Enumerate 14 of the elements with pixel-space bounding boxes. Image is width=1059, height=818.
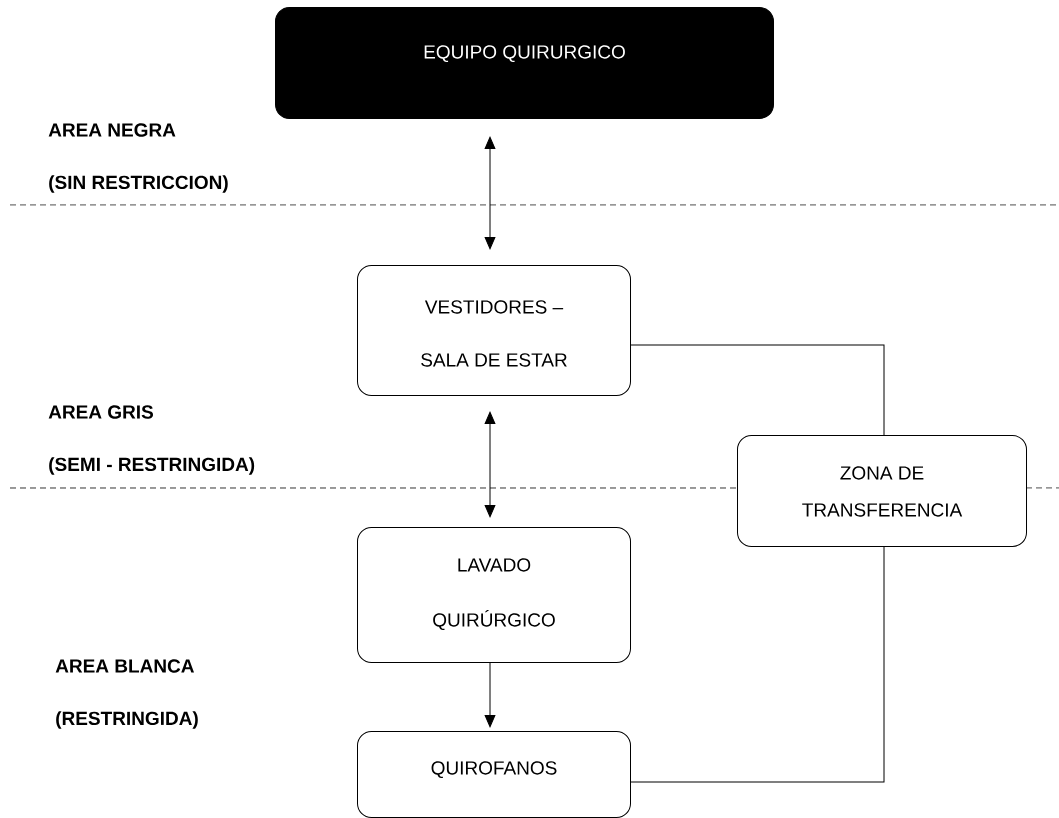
process-box: LAVADO QUIRÚRGICO [357, 527, 631, 663]
zone-label: (SIN RESTRICCION) [49, 175, 228, 193]
process-box: QUIROFANOS [357, 731, 631, 818]
zone-label: AREA NEGRA [48, 123, 176, 137]
zone-label: (RESTRINGIDA) [56, 711, 198, 729]
zone-label: AREA BLANCA [55, 659, 194, 673]
arrow [484, 136, 496, 250]
process-box: EQUIPO QUIRURGICO [275, 7, 774, 119]
zone-label: (SEMI - RESTRINGIDA) [49, 457, 255, 475]
arrow [484, 411, 496, 518]
process-box: VESTIDORES – SALA DE ESTAR [357, 265, 631, 396]
process-box: ZONA DE TRANSFERENCIA [737, 435, 1027, 547]
zone-label: AREA GRIS [48, 405, 153, 419]
arrow [484, 662, 496, 728]
